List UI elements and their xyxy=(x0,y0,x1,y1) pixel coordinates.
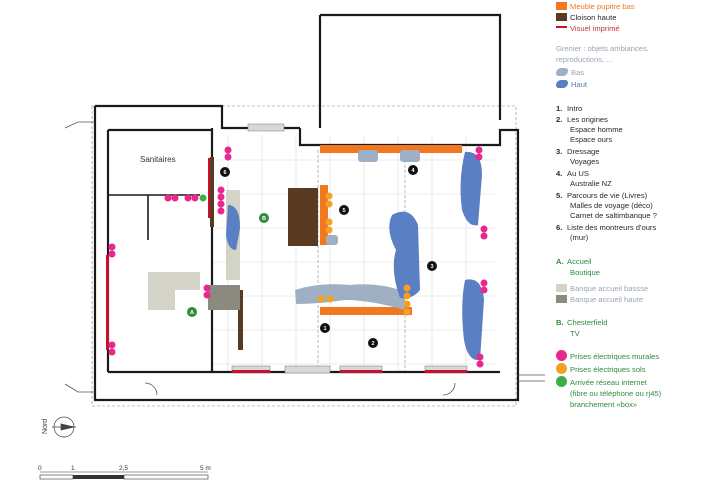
marker-a xyxy=(187,307,197,317)
low-desks xyxy=(320,145,462,315)
room-label-sanitaires: Sanitaires xyxy=(140,155,176,164)
legend-section-1: 1.Intro xyxy=(556,104,583,113)
svg-text:6: 6 xyxy=(223,170,226,176)
floor-grid xyxy=(212,135,495,372)
legend-item-desk: Meuble pupitre bas xyxy=(556,2,635,12)
svg-text:4: 4 xyxy=(411,168,415,174)
legend-item-partition: Cloison haute xyxy=(556,13,616,23)
high-partitions xyxy=(210,157,318,350)
marker-4 xyxy=(408,165,418,175)
legend-item-bas: Bas xyxy=(556,68,584,78)
sanitaires-walls xyxy=(108,194,200,240)
svg-text:1: 1 xyxy=(71,465,75,472)
north-label: Nord xyxy=(42,419,49,434)
scale-bar xyxy=(39,471,209,480)
grenier-haut-objects xyxy=(226,151,484,361)
legend-grenier-subtitle: reproductions, ... xyxy=(556,55,613,64)
svg-text:2,5: 2,5 xyxy=(119,465,128,472)
svg-text:B: B xyxy=(262,216,266,222)
legend-section-2: 2.Les origines xyxy=(556,115,608,124)
legend-section-4: 4.Au US xyxy=(556,169,589,178)
zone-markers: A B 1 2 3 4 5 6 xyxy=(187,165,437,348)
legend-item-banque-haute: Banque accueil haute xyxy=(556,295,643,305)
legend-section-5: 5.Parcours de vie (Livres) xyxy=(556,191,648,200)
legend-item-prise-sol: Prises électriques sols xyxy=(556,363,646,375)
marker-6 xyxy=(220,167,230,177)
marker-3 xyxy=(427,261,437,271)
svg-text:2: 2 xyxy=(371,341,374,347)
network-outlet xyxy=(199,194,207,202)
printed-visuals xyxy=(106,158,467,373)
floor-plan: Sanitaires A B 1 2 3 4 5 6 Nord 0 1 2,5 … xyxy=(38,13,545,480)
legend-item-visual: Visuel imprimé xyxy=(556,24,620,34)
outlets-wall xyxy=(108,146,488,368)
legend-section-3: 3.Dressage xyxy=(556,147,600,156)
svg-text:5: 5 xyxy=(342,208,345,214)
svg-text:1: 1 xyxy=(323,326,326,332)
svg-text:3: 3 xyxy=(430,264,433,270)
legend-section-6: 6.Liste des montreurs d'ours xyxy=(556,223,657,232)
svg-text:5 m: 5 m xyxy=(200,465,211,472)
legend-grenier-title: Grenier : objets ambiances, xyxy=(556,44,649,53)
marker-1 xyxy=(320,323,330,333)
north-arrow-icon xyxy=(52,416,76,438)
legend-item-banque-basse: Banque accueil bassse xyxy=(556,284,648,294)
legend-chesterfield: B.Chesterfield xyxy=(556,318,608,327)
legend-item-reseau: Arrivée réseau internet xyxy=(556,376,647,388)
marker-b xyxy=(259,213,269,223)
legend-accueil: A.Accueil xyxy=(556,257,592,266)
outer-stubs xyxy=(64,121,545,396)
legend-item-prise-murale: Prises électriques murales xyxy=(556,350,659,362)
outlets-floor xyxy=(317,192,411,316)
accueil-banks xyxy=(148,190,240,310)
legend-item-haut: Haut xyxy=(556,80,587,90)
marker-5 xyxy=(339,205,349,215)
scale-labels: 0 1 2,5 5 m xyxy=(38,465,211,472)
marker-2 xyxy=(368,338,378,348)
grenier-bas-objects xyxy=(295,150,420,310)
svg-text:A: A xyxy=(190,310,194,316)
svg-text:0: 0 xyxy=(38,465,42,472)
